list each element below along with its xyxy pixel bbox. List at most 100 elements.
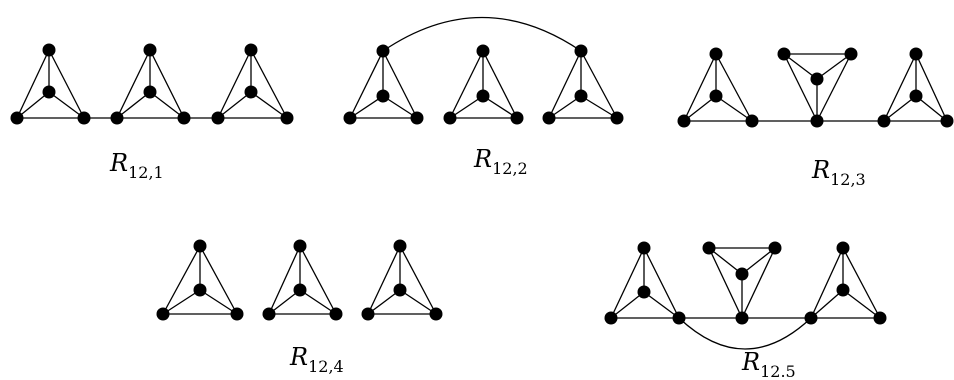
edge [48, 49, 85, 119]
edge [16, 91, 50, 119]
edge [741, 247, 776, 275]
vertex [156, 307, 170, 321]
vertex [393, 283, 407, 297]
vertex [244, 43, 258, 57]
edge [482, 95, 518, 119]
vertex [768, 241, 782, 255]
vertex [735, 311, 749, 325]
vertex [574, 89, 588, 103]
vertex [443, 111, 457, 125]
edge [149, 91, 185, 119]
edge [708, 247, 743, 319]
vertex [810, 72, 824, 86]
edge [683, 53, 717, 122]
edge [708, 247, 743, 275]
vertex [376, 44, 390, 58]
vertex [777, 47, 791, 61]
edge [580, 50, 618, 119]
edge [643, 291, 680, 319]
edge [382, 50, 418, 119]
vertex [293, 283, 307, 297]
edge [741, 247, 776, 319]
vertex [873, 311, 887, 325]
vertex [476, 44, 490, 58]
edge [715, 53, 753, 122]
edge [883, 53, 917, 122]
vertex [702, 241, 716, 255]
vertex [262, 307, 276, 321]
vertex [77, 111, 91, 125]
vertex [361, 307, 375, 321]
edge [116, 91, 151, 119]
vertex [193, 239, 207, 253]
caption-r12-4: R12,4 [289, 343, 344, 376]
edge [162, 289, 201, 315]
edge [816, 53, 852, 80]
vertex [42, 85, 56, 99]
edge [217, 91, 252, 119]
edge-curve [678, 317, 812, 350]
vertex [211, 111, 225, 125]
vertex [293, 239, 307, 253]
vertex [42, 43, 56, 57]
vertex [844, 47, 858, 61]
edge [299, 289, 337, 315]
vertex [542, 111, 556, 125]
edge [842, 289, 881, 319]
edge [842, 247, 881, 319]
edge [299, 245, 337, 315]
vertex [877, 114, 891, 128]
caption-r12-2: R12,2 [473, 145, 528, 178]
vertex [10, 111, 24, 125]
vertex [410, 111, 424, 125]
caption-r12-3: R12,3 [811, 156, 866, 189]
caption-r12-5: R12.5 [741, 348, 796, 380]
edge [610, 247, 645, 319]
edge [199, 245, 238, 315]
vertex [637, 285, 651, 299]
vertex [574, 44, 588, 58]
edge [610, 291, 645, 319]
vertex [610, 111, 624, 125]
edge [382, 95, 418, 119]
graph-r12-4 [156, 239, 443, 321]
edge [250, 49, 288, 119]
vertex [909, 47, 923, 61]
vertex [709, 89, 723, 103]
edge [715, 95, 753, 122]
vertex [637, 241, 651, 255]
edge [783, 53, 818, 122]
vertex [244, 85, 258, 99]
vertex [230, 307, 244, 321]
vertex [836, 241, 850, 255]
edge [48, 91, 85, 119]
edge [199, 289, 238, 315]
edge [149, 49, 185, 119]
edge [349, 50, 384, 119]
vertex [476, 89, 490, 103]
vertex [429, 307, 443, 321]
vertex [836, 283, 850, 297]
vertex [393, 239, 407, 253]
edge [268, 289, 301, 315]
edge [217, 49, 252, 119]
edge [367, 245, 401, 315]
graph-r12-1 [10, 43, 294, 125]
edge [16, 49, 50, 119]
graph-r12-3 [677, 47, 954, 128]
vertex [143, 85, 157, 99]
vertex [177, 111, 191, 125]
caption-r12-1: R12,1 [109, 149, 164, 182]
edge [367, 289, 401, 315]
vertex [677, 114, 691, 128]
edge [116, 49, 151, 119]
graph-r12-2 [343, 16, 624, 125]
vertex [804, 311, 818, 325]
edge [399, 289, 437, 315]
vertex [376, 89, 390, 103]
vertex [735, 267, 749, 281]
edge [915, 95, 948, 122]
edge [349, 95, 384, 119]
edge-curve [382, 16, 582, 52]
